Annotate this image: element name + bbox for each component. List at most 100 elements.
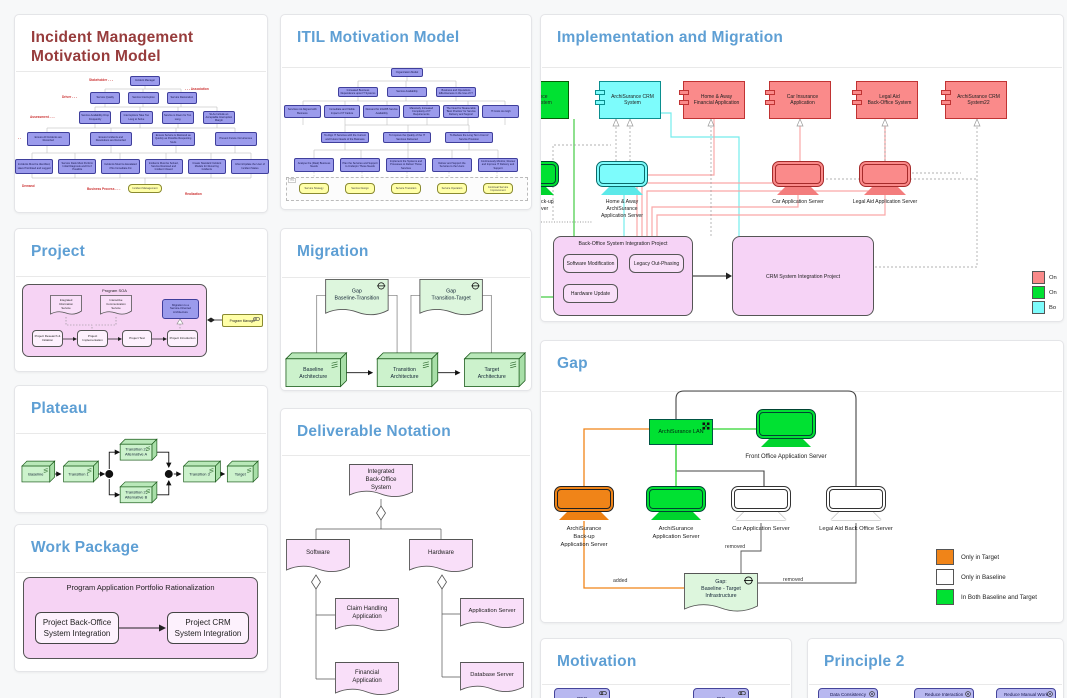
migration-diagram: Gap Baseline-Transition Gap Transition-T… bbox=[285, 278, 527, 388]
backoffice-project-container: Back-Office System Integration Project bbox=[553, 236, 693, 316]
goal-node: Prevent Future Occurrences bbox=[214, 132, 257, 146]
business-role-icon bbox=[252, 316, 260, 321]
component-tabs-icon bbox=[595, 90, 605, 110]
itil-driver-row: Increased Business Dependence upon IT Sy… bbox=[338, 87, 476, 97]
card-work-package[interactable]: Work Package Program Application Portfol… bbox=[14, 524, 268, 672]
component-tabs-icon bbox=[765, 90, 775, 110]
plateau-transition3 bbox=[182, 460, 222, 483]
card-incident-management[interactable]: Incident Management Motivation Model Inc… bbox=[14, 14, 270, 213]
card-implementation-migration[interactable]: Implementation and Migration bbox=[540, 14, 1064, 322]
legend-label: In Both Baseline and Target bbox=[961, 594, 1037, 601]
card-title: Project bbox=[31, 243, 85, 260]
card-title: ITIL Motivation Model bbox=[297, 29, 460, 46]
card-gap[interactable]: Gap ArchiSurance LAN Front Office Applic… bbox=[540, 340, 1064, 623]
card-principle-2[interactable]: Principle 2 Data Consistency Reduce Inte… bbox=[807, 638, 1064, 698]
divider bbox=[542, 684, 790, 685]
divider bbox=[282, 277, 530, 278]
driver-node: Business and Operations Effectiveness in… bbox=[436, 87, 476, 97]
role-cio: CIO bbox=[693, 688, 749, 698]
requirement-node: Service Desk Must Perform Initial Diagno… bbox=[58, 159, 97, 174]
legend-swatch-green bbox=[1032, 286, 1045, 299]
step-research: Project Research & Initiation bbox=[32, 330, 63, 347]
deliverable-hardware: Hardware bbox=[409, 539, 473, 575]
goal-data-consistency: Data Consistency bbox=[818, 688, 878, 698]
process-node: Service Operation bbox=[437, 183, 467, 194]
requirement-node: Continuously Monitor, Review and Improve… bbox=[478, 158, 518, 172]
card-title: Motivation bbox=[557, 653, 637, 670]
svg-text:Gap: Gap bbox=[446, 288, 456, 294]
goal-node: To Reduce the Long Term Cost of Service … bbox=[445, 132, 493, 143]
legend-label: Only in Baseline bbox=[961, 574, 1006, 581]
junction-1 bbox=[105, 470, 114, 478]
requirement-node: Create Standard Incident Models for Recu… bbox=[187, 159, 226, 174]
label-target: Target bbox=[235, 471, 247, 476]
card-project[interactable]: Project Program SOA Integrated Informati… bbox=[14, 228, 268, 372]
app-server-label: ArchiSurance Application Server bbox=[652, 526, 700, 540]
front-office-label: Front Office Application Server bbox=[745, 454, 827, 460]
device-home-away-label: Home & Away ArchiSurance Application Ser… bbox=[600, 199, 644, 220]
driver-node: Service Interruption bbox=[128, 92, 159, 104]
card-itil-motivation[interactable]: ITIL Motivation Model Organization Model… bbox=[280, 14, 532, 210]
goal-migration-soa: Migration to a Service-Oriented Architec… bbox=[162, 299, 199, 319]
business-role-icon bbox=[598, 690, 607, 695]
card-title: Implementation and Migration bbox=[557, 29, 784, 46]
component-car-insurance: Car Insurance Application bbox=[765, 81, 831, 119]
device-clipped-label: ck-up ver bbox=[541, 199, 554, 213]
requirement-row: Incidents Must be Identified, Have Prior… bbox=[15, 159, 270, 174]
svg-text:Alternative A: Alternative A bbox=[125, 452, 148, 457]
card-title: Plateau bbox=[31, 400, 88, 417]
requirement-node: Incidents Must be Escalated if No Immedi… bbox=[101, 159, 140, 174]
step-introduction: Project Introduction bbox=[167, 330, 198, 347]
plateau-diagram: Baseline Transition 1 Transition 2, Alte… bbox=[21, 438, 259, 504]
assessment-node: IT Costs too High bbox=[482, 105, 520, 118]
deliverable-interactive-comm: Interactive Communication Service bbox=[100, 295, 132, 317]
plateau-transition2a bbox=[119, 438, 158, 461]
device-legal-server bbox=[859, 161, 911, 195]
goal-node: To Improve the Quality of the IT Service… bbox=[383, 132, 431, 143]
label-transition3: Transition 3 bbox=[189, 471, 210, 476]
component-archisurance-crm: ArchiSurance CRM System bbox=[595, 81, 661, 119]
process-node: Service Design bbox=[345, 183, 375, 194]
legend-label: On bbox=[1049, 275, 1057, 281]
svg-text:Baseline: Baseline bbox=[303, 367, 323, 373]
actor-program-manager: Program Manager bbox=[222, 314, 263, 327]
assessment-node: Immediate and Visible Impact of IT Failu… bbox=[323, 105, 361, 118]
assessment-node: The Need for Measurable 'Best Practice' … bbox=[442, 105, 480, 118]
process-node: Service Strategy bbox=[299, 183, 329, 194]
device-legal-label: Legal Aid Application Server bbox=[852, 199, 918, 205]
goal-reduce-interaction: Reduce Interaction bbox=[914, 688, 974, 698]
label-demand: Demand bbox=[22, 184, 35, 188]
label-business-process: Business Process - - - bbox=[87, 187, 121, 191]
container-label: Program Application Portfolio Rationaliz… bbox=[66, 583, 215, 592]
goal-icon bbox=[964, 690, 971, 697]
card-deliverable-notation[interactable]: Deliverable Notation Integrated Back-Off… bbox=[280, 408, 532, 698]
legacy-outphasing-box: Legacy Out-Phasing bbox=[629, 254, 684, 273]
card-title: Migration bbox=[297, 243, 369, 260]
svg-text:Transition 2,: Transition 2, bbox=[125, 447, 147, 452]
gap-note-transition-target bbox=[419, 278, 483, 316]
legend-swatch-cyan bbox=[1032, 301, 1045, 314]
label-realization: Realization bbox=[185, 192, 202, 196]
label-tick: - - bbox=[18, 136, 22, 140]
card-motivation[interactable]: Motivation CEO CIO bbox=[540, 638, 792, 698]
card-plateau[interactable]: Plateau bbox=[14, 385, 268, 513]
deliverable-claim-handling: Claim Handling Application bbox=[335, 598, 399, 634]
card-migration[interactable]: Migration bbox=[280, 228, 532, 391]
requirement-node: Analyse the (Real) Business Needs bbox=[294, 158, 334, 172]
crm-project-container: CRM System Integration Project bbox=[732, 236, 874, 316]
component-legal-aid: Legal Aid Back-Office System bbox=[852, 81, 918, 119]
workpackage-backoffice: Project Back-Office System Integration bbox=[35, 612, 119, 644]
business-process-node: Incident Management bbox=[128, 184, 162, 193]
divider bbox=[282, 67, 530, 68]
device-backup-server bbox=[554, 486, 614, 520]
label-transition1: Transition 1 bbox=[68, 471, 89, 476]
divider bbox=[542, 67, 1062, 68]
component-home-away: Home & Away Financial Application bbox=[679, 81, 745, 119]
svg-text:Architecture: Architecture bbox=[299, 374, 327, 380]
deliverable-app-server: Application Server bbox=[460, 598, 524, 631]
assessment-node: Services not Aligned with Business bbox=[284, 105, 321, 118]
requirement-node: Deliver and Support the Services to the … bbox=[432, 158, 472, 172]
